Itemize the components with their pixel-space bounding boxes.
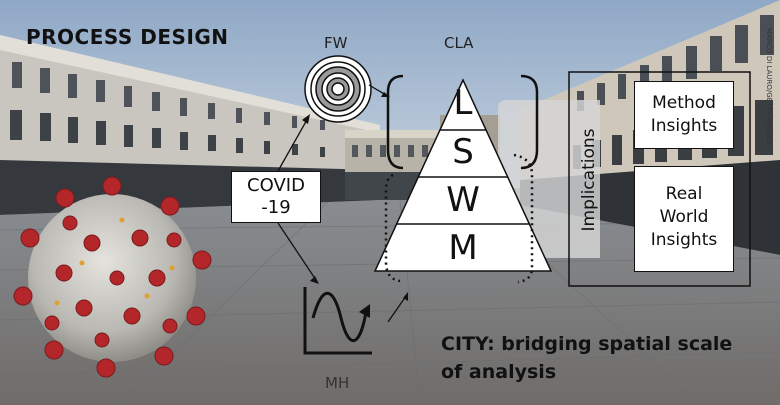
covid-line-2: -19 [261,197,291,218]
cla-pyramid [373,78,553,272]
photo-credit-wrap: MARCO DI LAURO/GETTY IMAGES [762,6,776,166]
photo-credit: MARCO DI LAURO/GETTY IMAGES [765,27,773,145]
pyramid-level-s: S [452,132,474,172]
pyramid-level-m: M [448,228,478,268]
right-bracket [520,74,539,170]
real-world-insights-line-2: World [659,207,709,227]
arrowheads [302,92,408,301]
city-caption-line-2: of analysis [441,361,557,383]
covid-line-1: COVID [247,175,305,196]
fw-label: FW [324,34,348,52]
coronavirus-image [13,176,212,378]
cla-label: CLA [444,34,474,52]
method-insights-box: Method Insights [634,81,734,149]
method-insights-line-2: Insights [650,116,718,136]
city-caption-line-1: CITY: bridging spatial scale [441,333,733,355]
pyramid-level-w: W [446,180,480,220]
mh-label: MH [325,374,350,392]
left-bracket [386,74,404,170]
fw-target-icon [304,55,372,123]
diagram-title: PROCESS DESIGN [26,25,229,49]
city-caption: CITY: bridging spatial scale of analysis [441,330,771,386]
covid-node: COVID -19 [231,171,321,223]
implications-label-wrap: Implications [569,75,609,285]
pyramid-level-l: L [453,83,473,123]
connector-arrows [277,84,407,323]
real-world-insights-line-1: Real [665,184,703,204]
mh-wave-icon [303,287,372,355]
real-world-insights-box: Real World Insights [634,166,734,272]
implications-label: Implications [579,128,599,232]
real-world-insights-line-3: Insights [650,230,718,250]
insights-frame [568,71,751,287]
method-insights-line-1: Method [652,93,716,113]
